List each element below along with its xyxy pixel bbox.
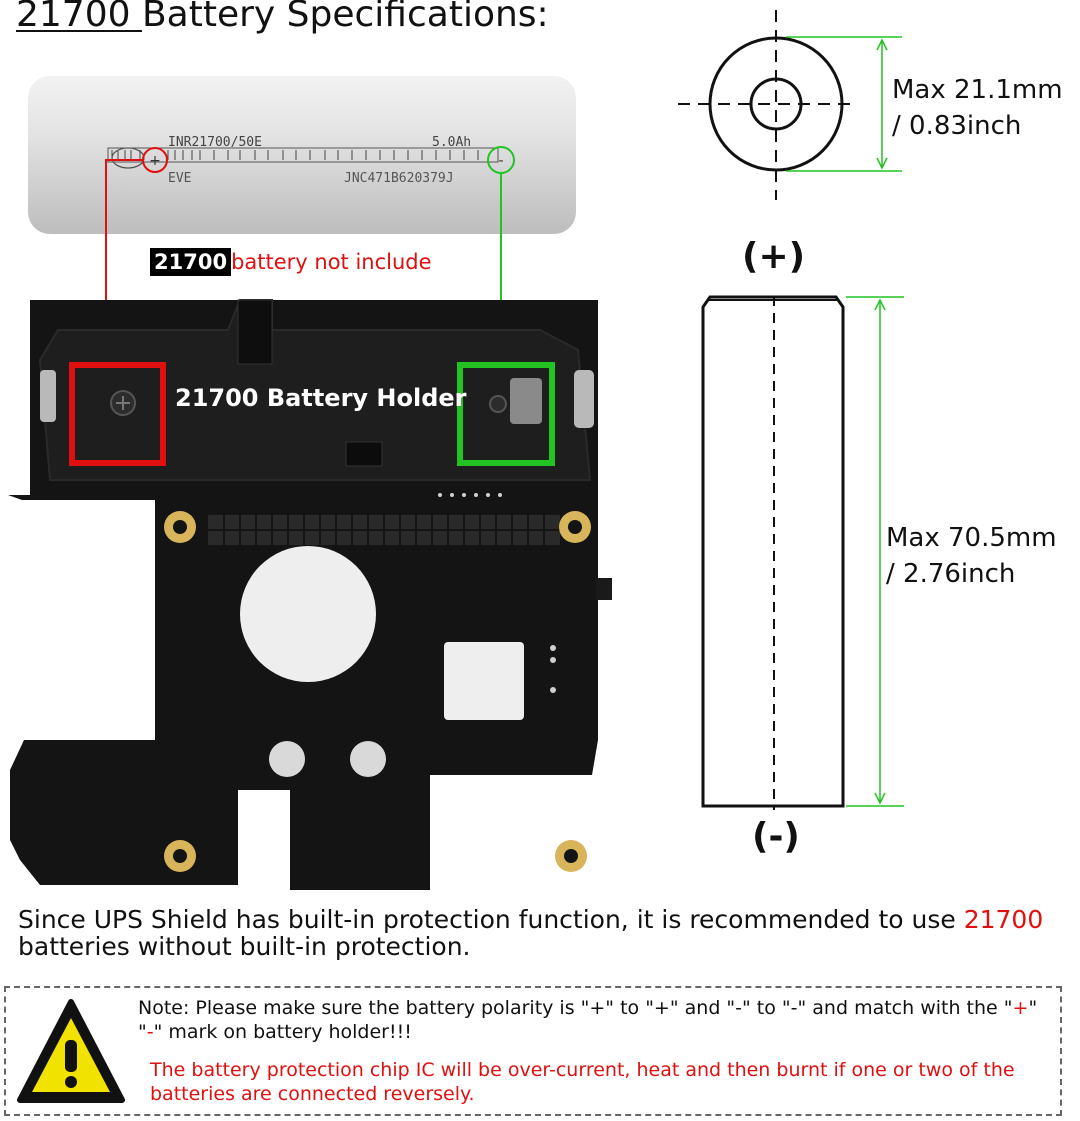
plus-terminal-box <box>69 362 166 466</box>
cell-brand: EVE <box>168 171 191 186</box>
cell-plus-mark: + <box>149 153 161 169</box>
polarity-note: Note: Please make sure the battery polar… <box>138 997 1038 1043</box>
protection-recommendation: Since UPS Shield has built-in protection… <box>18 905 1044 961</box>
cell-serial: JNC471B620379J <box>344 171 454 186</box>
note-box <box>4 986 1062 1116</box>
length-drawing <box>701 295 904 810</box>
battery-holder-label: 21700 Battery Holder <box>175 384 467 412</box>
page-title: 21700 Battery Specifications: <box>16 0 549 35</box>
minus-terminal-box <box>457 362 555 466</box>
warning-triangle-icon <box>17 999 125 1103</box>
diameter-dimension: Max 21.1mm / 0.83inch <box>892 75 1063 141</box>
plus-polarity-arrow <box>105 159 143 340</box>
negative-terminal-label: (-) <box>752 816 800 857</box>
length-dimension: Max 70.5mm / 2.76inch <box>886 523 1057 589</box>
cell-capacity: 5.0Ah <box>432 135 471 150</box>
battery-cell: INR21700/50E 5.0Ah EVE JNC471B620379J + … <box>28 76 576 234</box>
cell-minus-mark: - <box>498 153 503 169</box>
positive-terminal-label: (+) <box>742 236 806 277</box>
diameter-drawing <box>678 10 902 200</box>
ups-shield-board <box>8 299 612 890</box>
reverse-connection-warning: The battery protection chip IC will be o… <box>150 1059 1015 1105</box>
cell-model: INR21700/50E <box>168 135 262 150</box>
battery-spec-illustration: INR21700/50E 5.0Ah EVE JNC471B620379J + … <box>8 10 904 890</box>
